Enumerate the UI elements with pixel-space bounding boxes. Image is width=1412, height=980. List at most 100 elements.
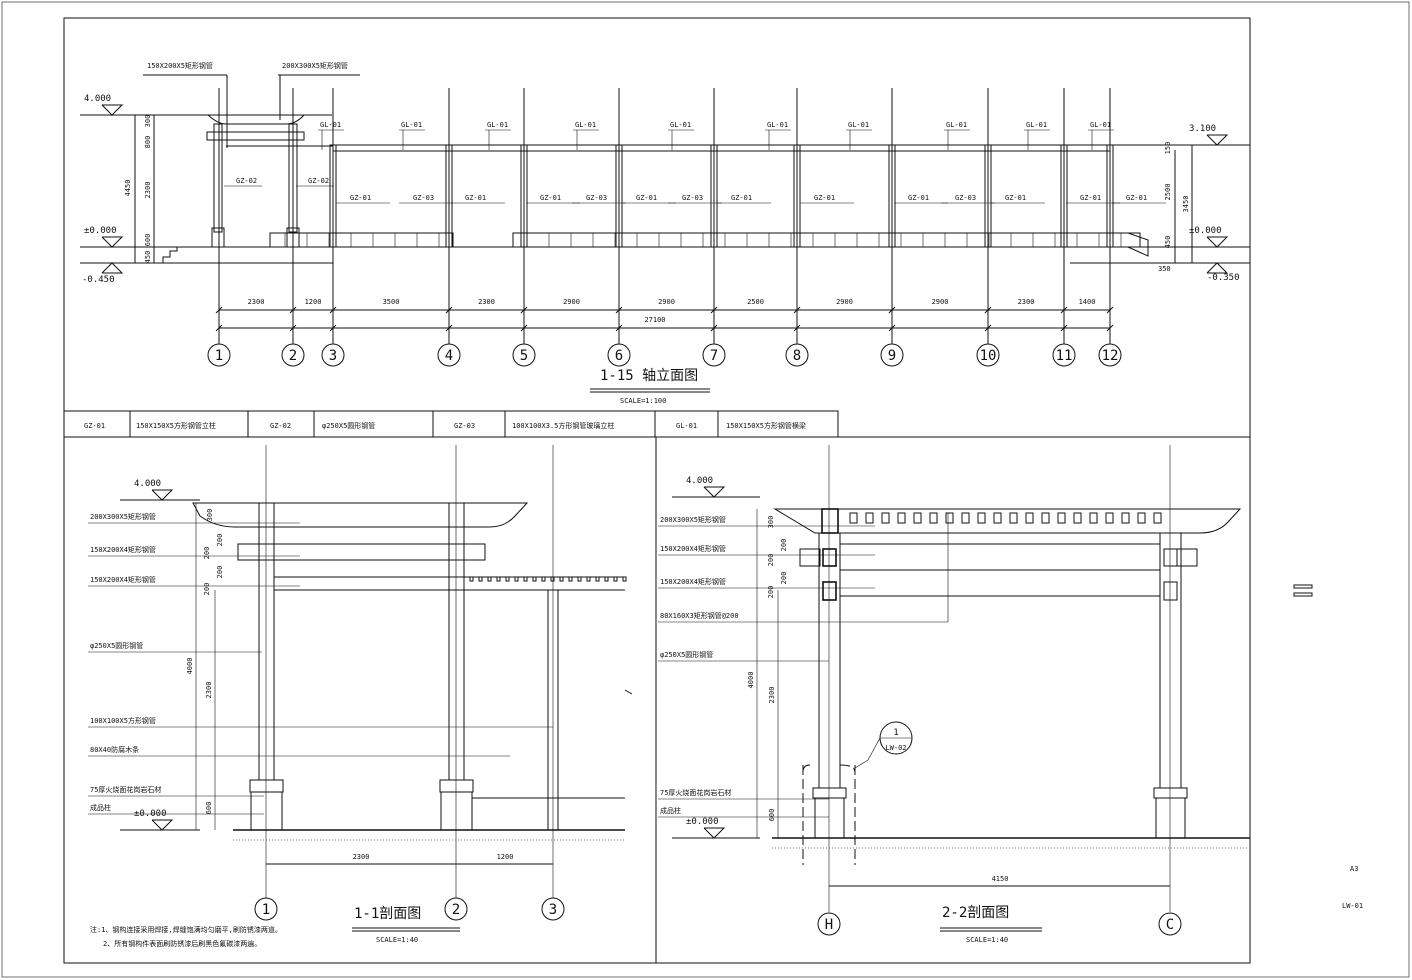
column-tag: GZ-01 [540,194,561,202]
drawing-line [984,324,992,332]
dimension-label: 2300 [205,682,213,699]
column-tag: GZ-01 [465,194,486,202]
purlin [568,576,573,582]
drawing-line [1106,324,1114,332]
drawing-line [1060,324,1068,332]
dimension-label: 2300 [144,182,152,199]
purlin [1121,512,1130,524]
axis-label: 1 [215,348,223,364]
legend-code: GZ-02 [270,422,291,430]
axis-bubble [512,343,536,367]
dimension-label: 2300 [248,298,265,306]
level-label: -0.350 [1207,273,1240,283]
purlin [1105,512,1114,524]
pergola-cross-beam [206,131,305,141]
legend-description: 100X100X3.5方形钢管玻璃立柱 [512,421,614,430]
purlin [478,576,483,582]
column-tag: GZ-01 [1005,194,1026,202]
base-rail [512,232,1141,248]
material-label: 成品柱 [90,803,111,812]
dimension-label: 3450 [1182,196,1190,213]
column-tag: GZ-01 [814,194,835,202]
beam-section [822,581,837,601]
drawing-line [888,306,896,314]
drawing-line [215,306,223,314]
drawing-line [445,306,453,314]
column-base [440,791,473,831]
column-cap [1153,787,1188,799]
drawing-line [520,324,528,332]
column-base [1155,797,1186,839]
level-marker-icon [101,262,124,274]
level-label: ±0.000 [84,226,117,236]
level-marker-icon [1206,134,1229,146]
beam-end [821,508,839,534]
purlin [604,576,609,582]
column-gz-02 [258,502,275,781]
purlin [1153,512,1162,524]
column-cap [439,779,474,793]
axis-label: 3 [549,902,557,918]
drawing-line [445,324,453,332]
level-label: 4.000 [84,94,111,104]
drawing-line [793,306,801,314]
purlin [945,512,954,524]
drawing-line [1060,306,1068,314]
dimension-label: 2900 [658,298,675,306]
level-marker-icon [101,104,124,116]
purlin [559,576,564,582]
sheet-info: 注:1、钢构连接采用焊接,焊缝饱满均匀磨平,刷防锈漆两道。2、所有钢构件表面刷防… [90,584,1363,948]
material-label: 200X300X5矩形钢管 [90,512,156,521]
column-tag: GZ-02 [236,177,257,185]
drawing-line [215,324,223,332]
beam-tag: GL-01 [946,121,967,129]
material-label: φ250X5圆形钢管 [90,641,143,650]
purlin [469,576,474,582]
dimension-label: 2300 [353,853,370,861]
purlin [929,512,938,524]
drawing-scale: SCALE=1:40 [376,936,418,944]
column-tag: GZ-01 [1126,194,1147,202]
drawing-line [329,324,337,332]
dimension-label: 1400 [1079,298,1096,306]
column-tag: GZ-01 [731,194,752,202]
dimension-label: 300 [767,516,775,529]
column-base [250,791,283,831]
axis-bubble [207,343,231,367]
dimension-label: 2300 [1018,298,1035,306]
purlin [487,576,492,582]
axis-label: 10 [980,348,997,364]
dimension-label: 200 [780,572,788,585]
material-label: 成品柱 [660,806,681,815]
title-stamp-mark [1293,584,1313,589]
column-tag: GZ-03 [682,194,703,202]
axis-bubble [785,343,809,367]
beam-section [1163,581,1178,601]
drawing-line [289,324,297,332]
purlin [613,576,618,582]
purlin [1025,512,1034,524]
material-label: 150X200X4矩形钢管 [660,544,726,553]
purlin [586,576,591,582]
purlin [1137,512,1146,524]
dimension-label: 2500 [1164,184,1172,201]
material-label: 75厚火烧面花岗岩石材 [90,785,161,794]
axis-label: 2 [289,348,297,364]
column-gz-02 [213,123,223,233]
detail-reference: LW-02 [885,744,906,752]
dimension-label: 150 [1164,142,1172,155]
drawing-line [710,306,718,314]
drawing-title: 1-1剖面图 [354,906,421,922]
drawing-scale: SCALE=1:40 [966,936,1008,944]
dimension-label: 4000 [747,672,755,689]
dimension-label: 1200 [305,298,322,306]
beam-tag: GL-01 [320,121,341,129]
axis-label: C [1166,917,1174,933]
level-marker-icon [101,236,124,248]
material-label: 75厚火烧面花岗岩石材 [660,788,731,797]
axis-bubble [702,343,726,367]
drawing-line [1106,306,1114,314]
top-beam [773,508,1242,534]
dimension-label: 3500 [383,298,400,306]
